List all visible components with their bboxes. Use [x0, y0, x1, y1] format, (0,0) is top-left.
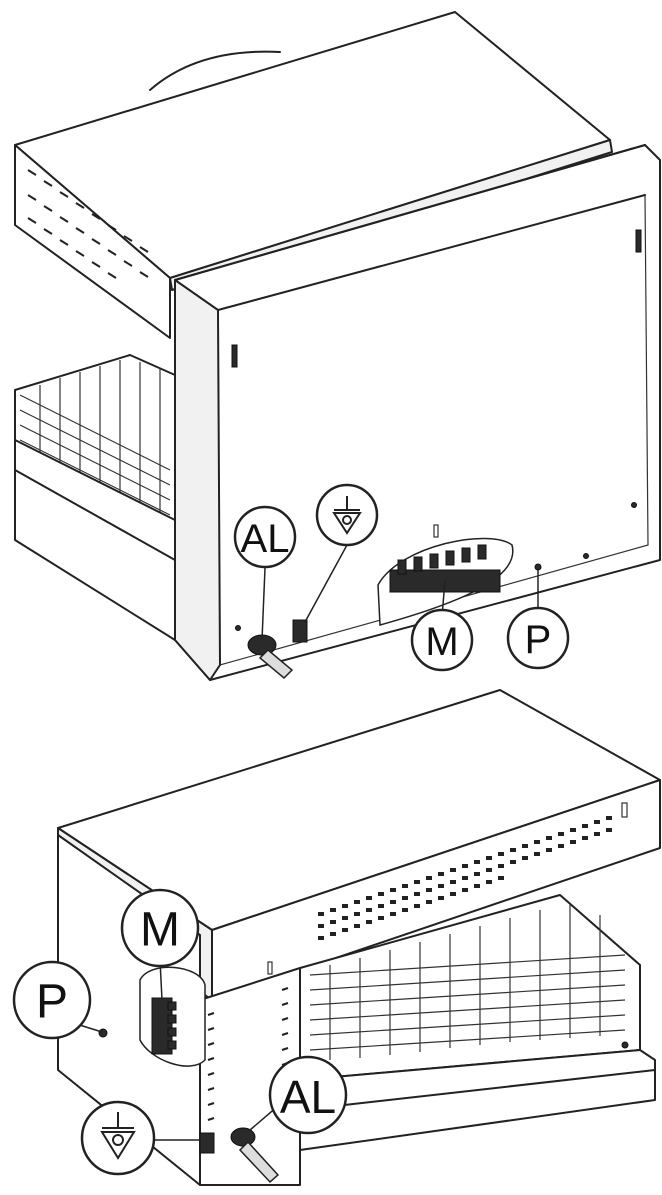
callout-top-m — [410, 608, 474, 672]
main-body-edge — [174, 279, 221, 681]
hood-vents — [27, 169, 149, 279]
top-appliance — [14, 11, 661, 681]
callout-bottom-p-label: P — [36, 976, 68, 1029]
top-dome — [149, 50, 281, 91]
bottom-callouts: M P AL — [12, 888, 348, 1176]
callout-bottom-al-label: AL — [280, 1071, 336, 1123]
top-callouts: AL M P — [233, 483, 570, 672]
callout-top-al — [233, 505, 297, 569]
bottom-body-front — [199, 967, 301, 1186]
bottom-grill-rack — [309, 905, 626, 1060]
callout-top-p — [506, 606, 570, 670]
callout-bottom-m-label: M — [140, 904, 180, 957]
bottom-p-point — [98, 1028, 108, 1038]
bottom-vents — [318, 816, 612, 940]
earth-ground-icon-bottom — [100, 1112, 136, 1160]
top-earth-terminal — [292, 619, 308, 643]
top-p-point — [534, 563, 542, 571]
bottom-earth-terminal — [199, 1132, 215, 1154]
bottom-base-tray — [299, 1049, 656, 1151]
hood-front-face — [14, 144, 171, 339]
earth-ground-icon — [332, 496, 362, 535]
callout-top-p-label: P — [525, 618, 552, 662]
top-cable-gland — [247, 634, 294, 680]
panel-slot-left — [231, 344, 238, 368]
callout-bottom-al — [268, 1055, 348, 1135]
callout-bottom-p — [12, 960, 92, 1040]
callout-bottom-m — [120, 888, 200, 968]
panel-slot-center — [433, 524, 439, 538]
bottom-cable-gland — [230, 1127, 280, 1184]
callout-top-m-label: M — [425, 620, 458, 664]
panel-slot-right — [635, 229, 642, 253]
callout-bottom-earth — [80, 1100, 156, 1176]
callout-top-al-label: AL — [241, 517, 290, 561]
bottom-terminal-block — [151, 997, 177, 1055]
